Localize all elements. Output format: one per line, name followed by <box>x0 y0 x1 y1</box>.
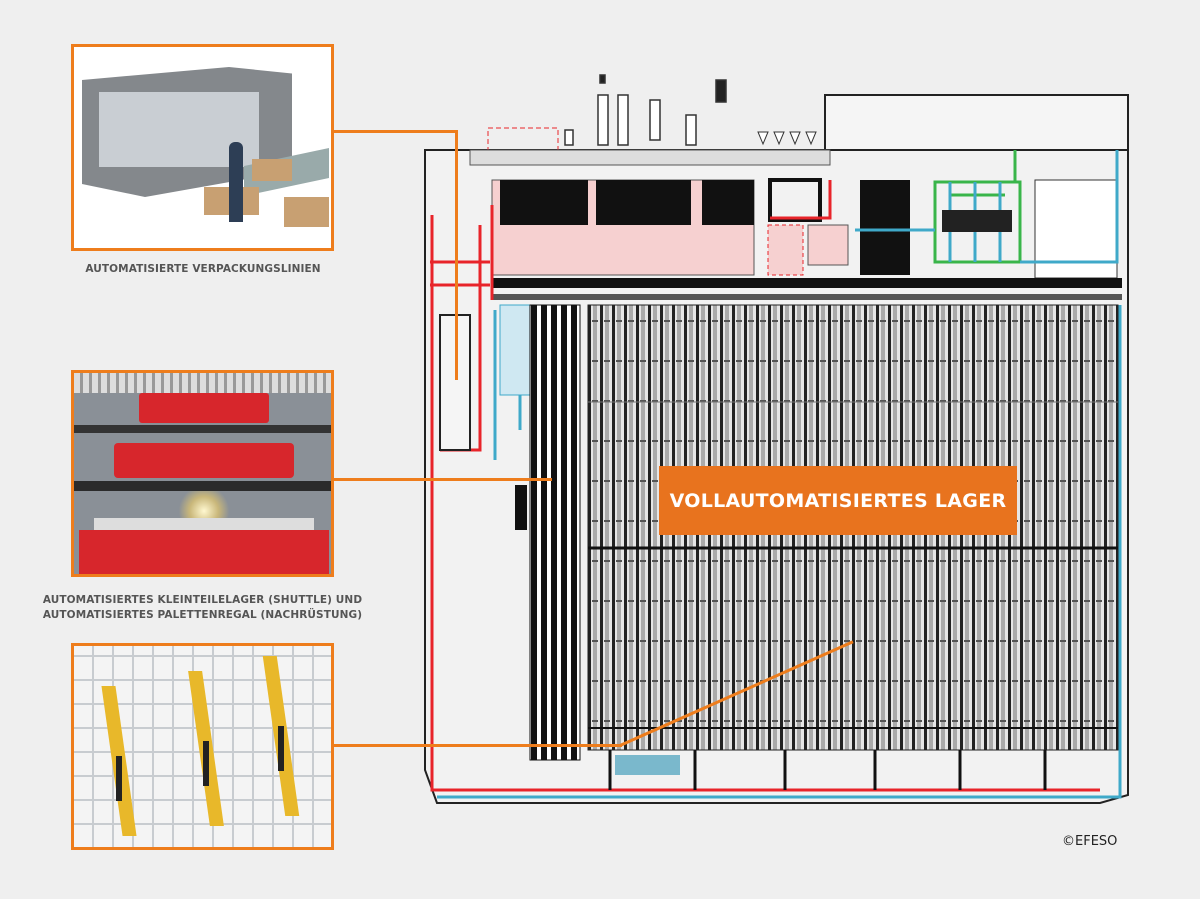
connector-line-packaging-vertical <box>455 130 458 380</box>
zone-block <box>807 224 849 266</box>
copyright-notice: ©EFESO <box>1062 834 1118 849</box>
top-strip <box>469 149 831 166</box>
small-rack <box>515 485 527 530</box>
caption-line: AUTOMATISIERTES PALETTENREGAL (NACHRÜSTU… <box>42 609 363 621</box>
main-conveyor <box>492 278 1122 288</box>
shuttle-vehicle <box>79 530 329 574</box>
crane-panel <box>203 741 209 786</box>
shuttle-storage-caption: AUTOMATISIERTES KLEINTEILELAGER (SHUTTLE… <box>30 593 375 623</box>
dock-triangles <box>757 131 817 146</box>
caption-line: AUTOMATISIERTE VERPACKUNGSLINIEN <box>85 263 321 275</box>
shuttle-vehicle <box>114 443 294 478</box>
planned-area <box>487 127 559 151</box>
main-conveyor-rail <box>492 294 1122 300</box>
conveyors-top-right <box>855 150 1119 264</box>
rail-level <box>74 425 331 433</box>
shuttle-top <box>94 518 314 530</box>
connector-line-packaging <box>332 130 457 133</box>
fully-automated-warehouse-label: VOLLAUTOMATISIERTES LAGER <box>659 466 1017 535</box>
crane-panel <box>116 756 122 801</box>
rail-level <box>74 481 331 491</box>
packaging-line-caption: AUTOMATISIERTE VERPACKUNGSLINIEN <box>72 262 334 277</box>
shuttle-vehicle <box>139 393 269 423</box>
planned-zone <box>767 224 804 276</box>
carton <box>284 197 329 227</box>
ceiling-grille <box>74 373 331 393</box>
connector-line-crane <box>332 744 622 747</box>
pallet-stacker-crane-photo <box>71 643 334 850</box>
crane-panel <box>278 726 284 771</box>
top-equipment <box>564 74 727 146</box>
loading-bays <box>608 750 1047 790</box>
shuttle-storage-photo <box>71 370 334 577</box>
carton <box>252 159 292 181</box>
packaging-line-photo <box>71 44 334 251</box>
worker <box>229 142 243 222</box>
caption-line: AUTOMATISIERTES KLEINTEILELAGER (SHUTTLE… <box>42 594 363 606</box>
blue-conveyor-perimeter <box>437 305 1122 799</box>
shuttle-storage-block <box>529 304 581 761</box>
production-blocks <box>500 178 910 275</box>
machine-block <box>942 210 1012 232</box>
office-annex <box>824 94 1129 151</box>
bay-equipment <box>615 755 680 775</box>
connector-line-shuttle <box>332 478 552 481</box>
